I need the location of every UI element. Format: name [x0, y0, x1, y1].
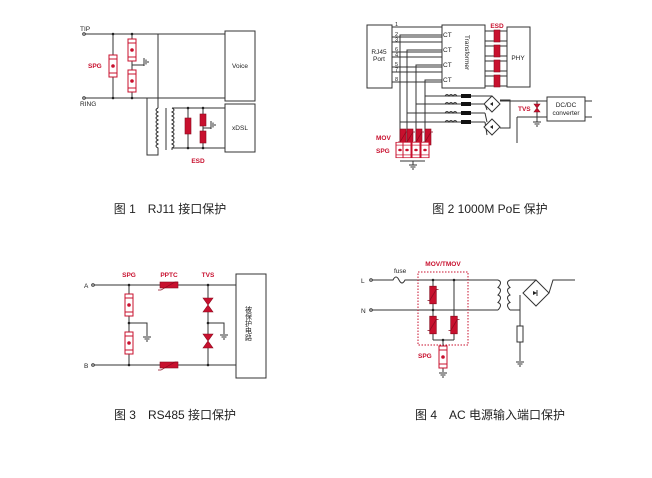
converter-label: converter: [552, 110, 580, 117]
mov-icon: [448, 315, 460, 335]
port-label: Port: [373, 56, 385, 63]
pptc-icon: [159, 281, 179, 289]
fuse-label: fuse: [394, 268, 407, 275]
ct-label: CT: [443, 32, 452, 39]
mov-label: MOV/TMOV: [425, 261, 461, 268]
esd-icon: [199, 113, 207, 127]
pin-label: 1: [395, 22, 398, 28]
spg-label: SPG: [88, 63, 102, 70]
phy-block: [506, 26, 531, 88]
mov-label: MOV: [376, 135, 391, 142]
mov-icon: [427, 315, 439, 335]
spg-icon: [108, 54, 118, 78]
xdsl-label: xDSL: [232, 125, 248, 132]
transformer-icon: [155, 107, 160, 150]
dcdc-label: DC/DC: [556, 102, 577, 109]
ring-label: RING: [80, 101, 96, 108]
spg-icon: [420, 141, 430, 159]
spg-label: SPG: [376, 148, 390, 155]
figure-3-caption: 图 3 RS485 接口保护: [114, 407, 236, 422]
protected-circuit-label: 被保护电路: [245, 305, 253, 342]
esd-icon: [493, 29, 501, 43]
figure-4-caption: 图 4 AC 电源输入端口保护: [415, 407, 565, 422]
voice-block: [224, 30, 256, 102]
spg-label: SPG: [122, 272, 136, 279]
tvs-icon: [202, 297, 214, 313]
spg-icon: [402, 141, 412, 159]
pptc-label: PPTC: [160, 272, 178, 279]
rj45-port-block: [366, 24, 393, 89]
mov-icon: [427, 285, 439, 305]
transformer-block: [441, 24, 486, 89]
figure-4-ac: L N fuse MOV/TMOV SPG 图 4 AC 电源输入端口保护: [361, 261, 575, 422]
bridge-rectifier-icon: [483, 95, 501, 136]
protected-circuit-block: [235, 273, 267, 379]
resistor-icon: [516, 325, 524, 343]
figure-3-rs485: A B SPG PPTC TVS 被保护电路 图 3 RS485 接口保护: [84, 272, 267, 422]
tvs-label: TVS: [518, 106, 531, 113]
b-label: B: [84, 363, 88, 370]
esd-icon: [493, 74, 501, 88]
spg-icon: [127, 69, 137, 93]
pin-label: 3: [395, 38, 398, 44]
spg-icon: [124, 293, 134, 317]
tip-label: TIP: [80, 26, 90, 33]
xdsl-block: [224, 103, 256, 153]
phy-label: PHY: [511, 55, 525, 62]
inductor-icon: [444, 94, 458, 123]
esd-icon: [493, 59, 501, 73]
pptc-icon: [159, 361, 179, 369]
spg-icon: [124, 331, 134, 355]
esd-label: ESD: [191, 158, 205, 165]
spg-icon: [411, 141, 421, 159]
tvs-icon: [533, 103, 541, 113]
transformer-icon: [497, 279, 501, 311]
esd-icon: [493, 44, 501, 58]
pin-label: 7: [395, 68, 398, 74]
esd-icon: [199, 130, 207, 144]
figure-2-caption: 图 2 1000M PoE 保护: [432, 202, 547, 216]
figure-1-caption: 图 1 RJ11 接口保护: [114, 201, 226, 216]
pin-label: 4: [395, 53, 398, 59]
ct-label: CT: [443, 62, 452, 69]
voice-label: Voice: [232, 63, 248, 70]
pin-label: 2: [395, 32, 398, 38]
pin-label: 8: [395, 77, 398, 83]
l-label: L: [361, 278, 365, 285]
tvs-icon: [202, 333, 214, 349]
n-label: N: [361, 308, 366, 315]
pin-label: 6: [395, 47, 398, 53]
rj45-label: RJ45: [371, 49, 387, 56]
figure-1-rj11: TIP RING SPG Voice xDSL E: [80, 26, 256, 216]
transformer-label: Transformer: [463, 35, 470, 71]
esd-icon: [184, 117, 192, 135]
fuse-icon: [372, 276, 498, 284]
pin-label: 5: [395, 62, 398, 68]
tvs-label: TVS: [202, 272, 215, 279]
figure-2-poe: RJ45 Port 1 2 3 6 4 5 7 8 CT CT CT CT Tr…: [366, 22, 592, 216]
spg-icon: [438, 345, 448, 369]
mov-group-box: [417, 271, 469, 346]
ct-label: CT: [443, 47, 452, 54]
spg-icon: [127, 38, 137, 62]
a-label: A: [84, 283, 89, 290]
spg-label: SPG: [418, 353, 432, 360]
esd-label: ESD: [490, 23, 504, 30]
dcdc-converter-block: [546, 96, 586, 122]
ct-label: CT: [443, 77, 452, 84]
